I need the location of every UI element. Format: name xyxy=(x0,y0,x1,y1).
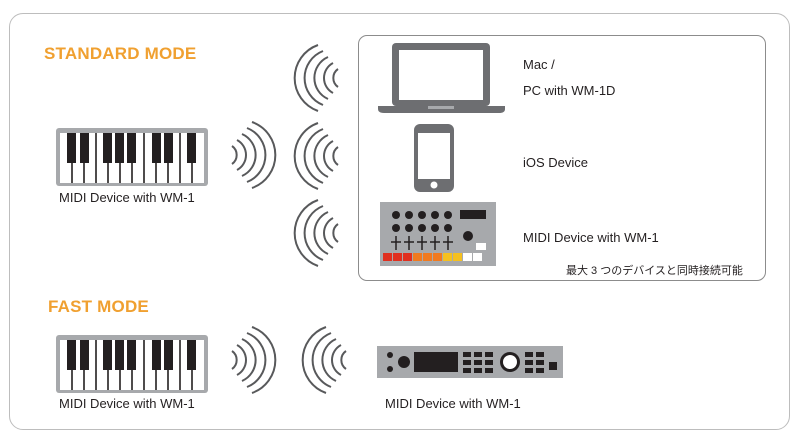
rack-midi-device-icon xyxy=(377,346,563,378)
midi-target-label: MIDI Device with WM-1 xyxy=(523,230,659,245)
keyboard-icon xyxy=(55,334,209,394)
standard-targets-box xyxy=(358,35,766,281)
mac-label-line1: Mac / xyxy=(523,57,555,72)
mac-label-line2: PC with WM-1D xyxy=(523,83,616,98)
ios-label: iOS Device xyxy=(523,155,589,170)
fast-mode-title: FAST MODE xyxy=(48,297,149,316)
wireless-signal-icon xyxy=(293,199,339,267)
wireless-signal-icon xyxy=(231,121,277,189)
wireless-signal-icon xyxy=(231,326,277,394)
drum-machine-icon xyxy=(380,202,496,266)
wireless-signal-icon xyxy=(293,122,339,190)
smartphone-icon xyxy=(414,124,454,192)
diagram-frame xyxy=(9,13,790,430)
wireless-signal-icon xyxy=(293,44,339,112)
simultaneous-connection-note: 最大 3 つのデバイスと同時接続可能 xyxy=(566,265,743,277)
standard-mode-title: STANDARD MODE xyxy=(44,44,197,63)
fast-target-label: MIDI Device with WM-1 xyxy=(385,396,521,411)
fast-source-label: MIDI Device with WM-1 xyxy=(59,396,195,411)
standard-source-label: MIDI Device with WM-1 xyxy=(59,190,195,205)
laptop-icon xyxy=(378,43,505,113)
wireless-signal-icon xyxy=(301,326,347,394)
keyboard-icon xyxy=(55,127,209,187)
